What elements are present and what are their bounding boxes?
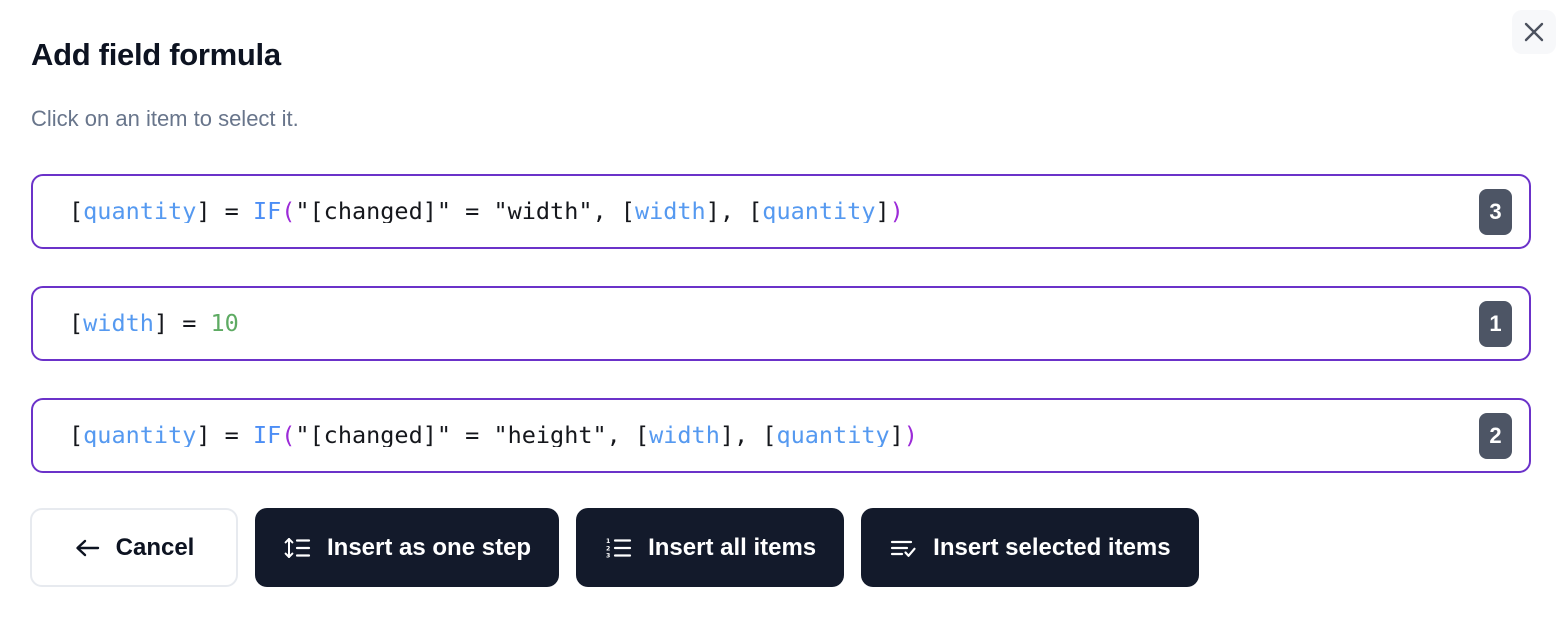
formula-card[interactable]: [quantity] = IF("[changed]" = "height", … — [31, 398, 1531, 473]
formula-card[interactable]: [quantity] = IF("[changed]" = "width", [… — [31, 174, 1531, 249]
cancel-button-label: Cancel — [115, 533, 195, 561]
insert-all-items-button[interactable]: 1 2 3 Insert all items — [576, 508, 845, 587]
list-check-icon — [889, 536, 917, 560]
formula-list: [quantity] = IF("[changed]" = "width", [… — [31, 174, 1531, 510]
svg-text:1: 1 — [606, 538, 610, 545]
insert-selected-items-button[interactable]: Insert selected items — [861, 508, 1199, 587]
dialog-subtitle: Click on an item to select it. — [31, 106, 299, 131]
formula-card[interactable]: [width] = 10 1 — [31, 286, 1531, 361]
formula-expression: [width] = 10 — [69, 311, 239, 336]
insert-all-items-label: Insert all items — [648, 533, 817, 561]
page-title: Add field formula — [31, 37, 281, 72]
insert-as-one-step-label: Insert as one step — [327, 533, 532, 561]
formula-expression: [quantity] = IF("[changed]" = "height", … — [69, 423, 918, 448]
close-icon — [1523, 21, 1545, 43]
svg-text:2: 2 — [606, 545, 610, 552]
close-icon-button[interactable] — [1512, 10, 1556, 54]
insert-selected-items-label: Insert selected items — [933, 533, 1171, 561]
arrow-left-icon — [74, 537, 100, 559]
insert-as-one-step-button[interactable]: Insert as one step — [255, 508, 560, 587]
line-height-list-icon — [283, 536, 311, 560]
formula-expression: [quantity] = IF("[changed]" = "width", [… — [69, 199, 904, 224]
step-order-badge: 3 — [1479, 188, 1512, 235]
ordered-list-icon: 1 2 3 — [604, 536, 632, 560]
step-order-badge: 2 — [1479, 412, 1512, 459]
step-order-badge: 1 — [1479, 300, 1512, 347]
dialog-footer: Cancel Insert as one step 1 2 — [30, 508, 1199, 587]
cancel-button[interactable]: Cancel — [30, 508, 238, 587]
svg-text:3: 3 — [606, 552, 610, 559]
